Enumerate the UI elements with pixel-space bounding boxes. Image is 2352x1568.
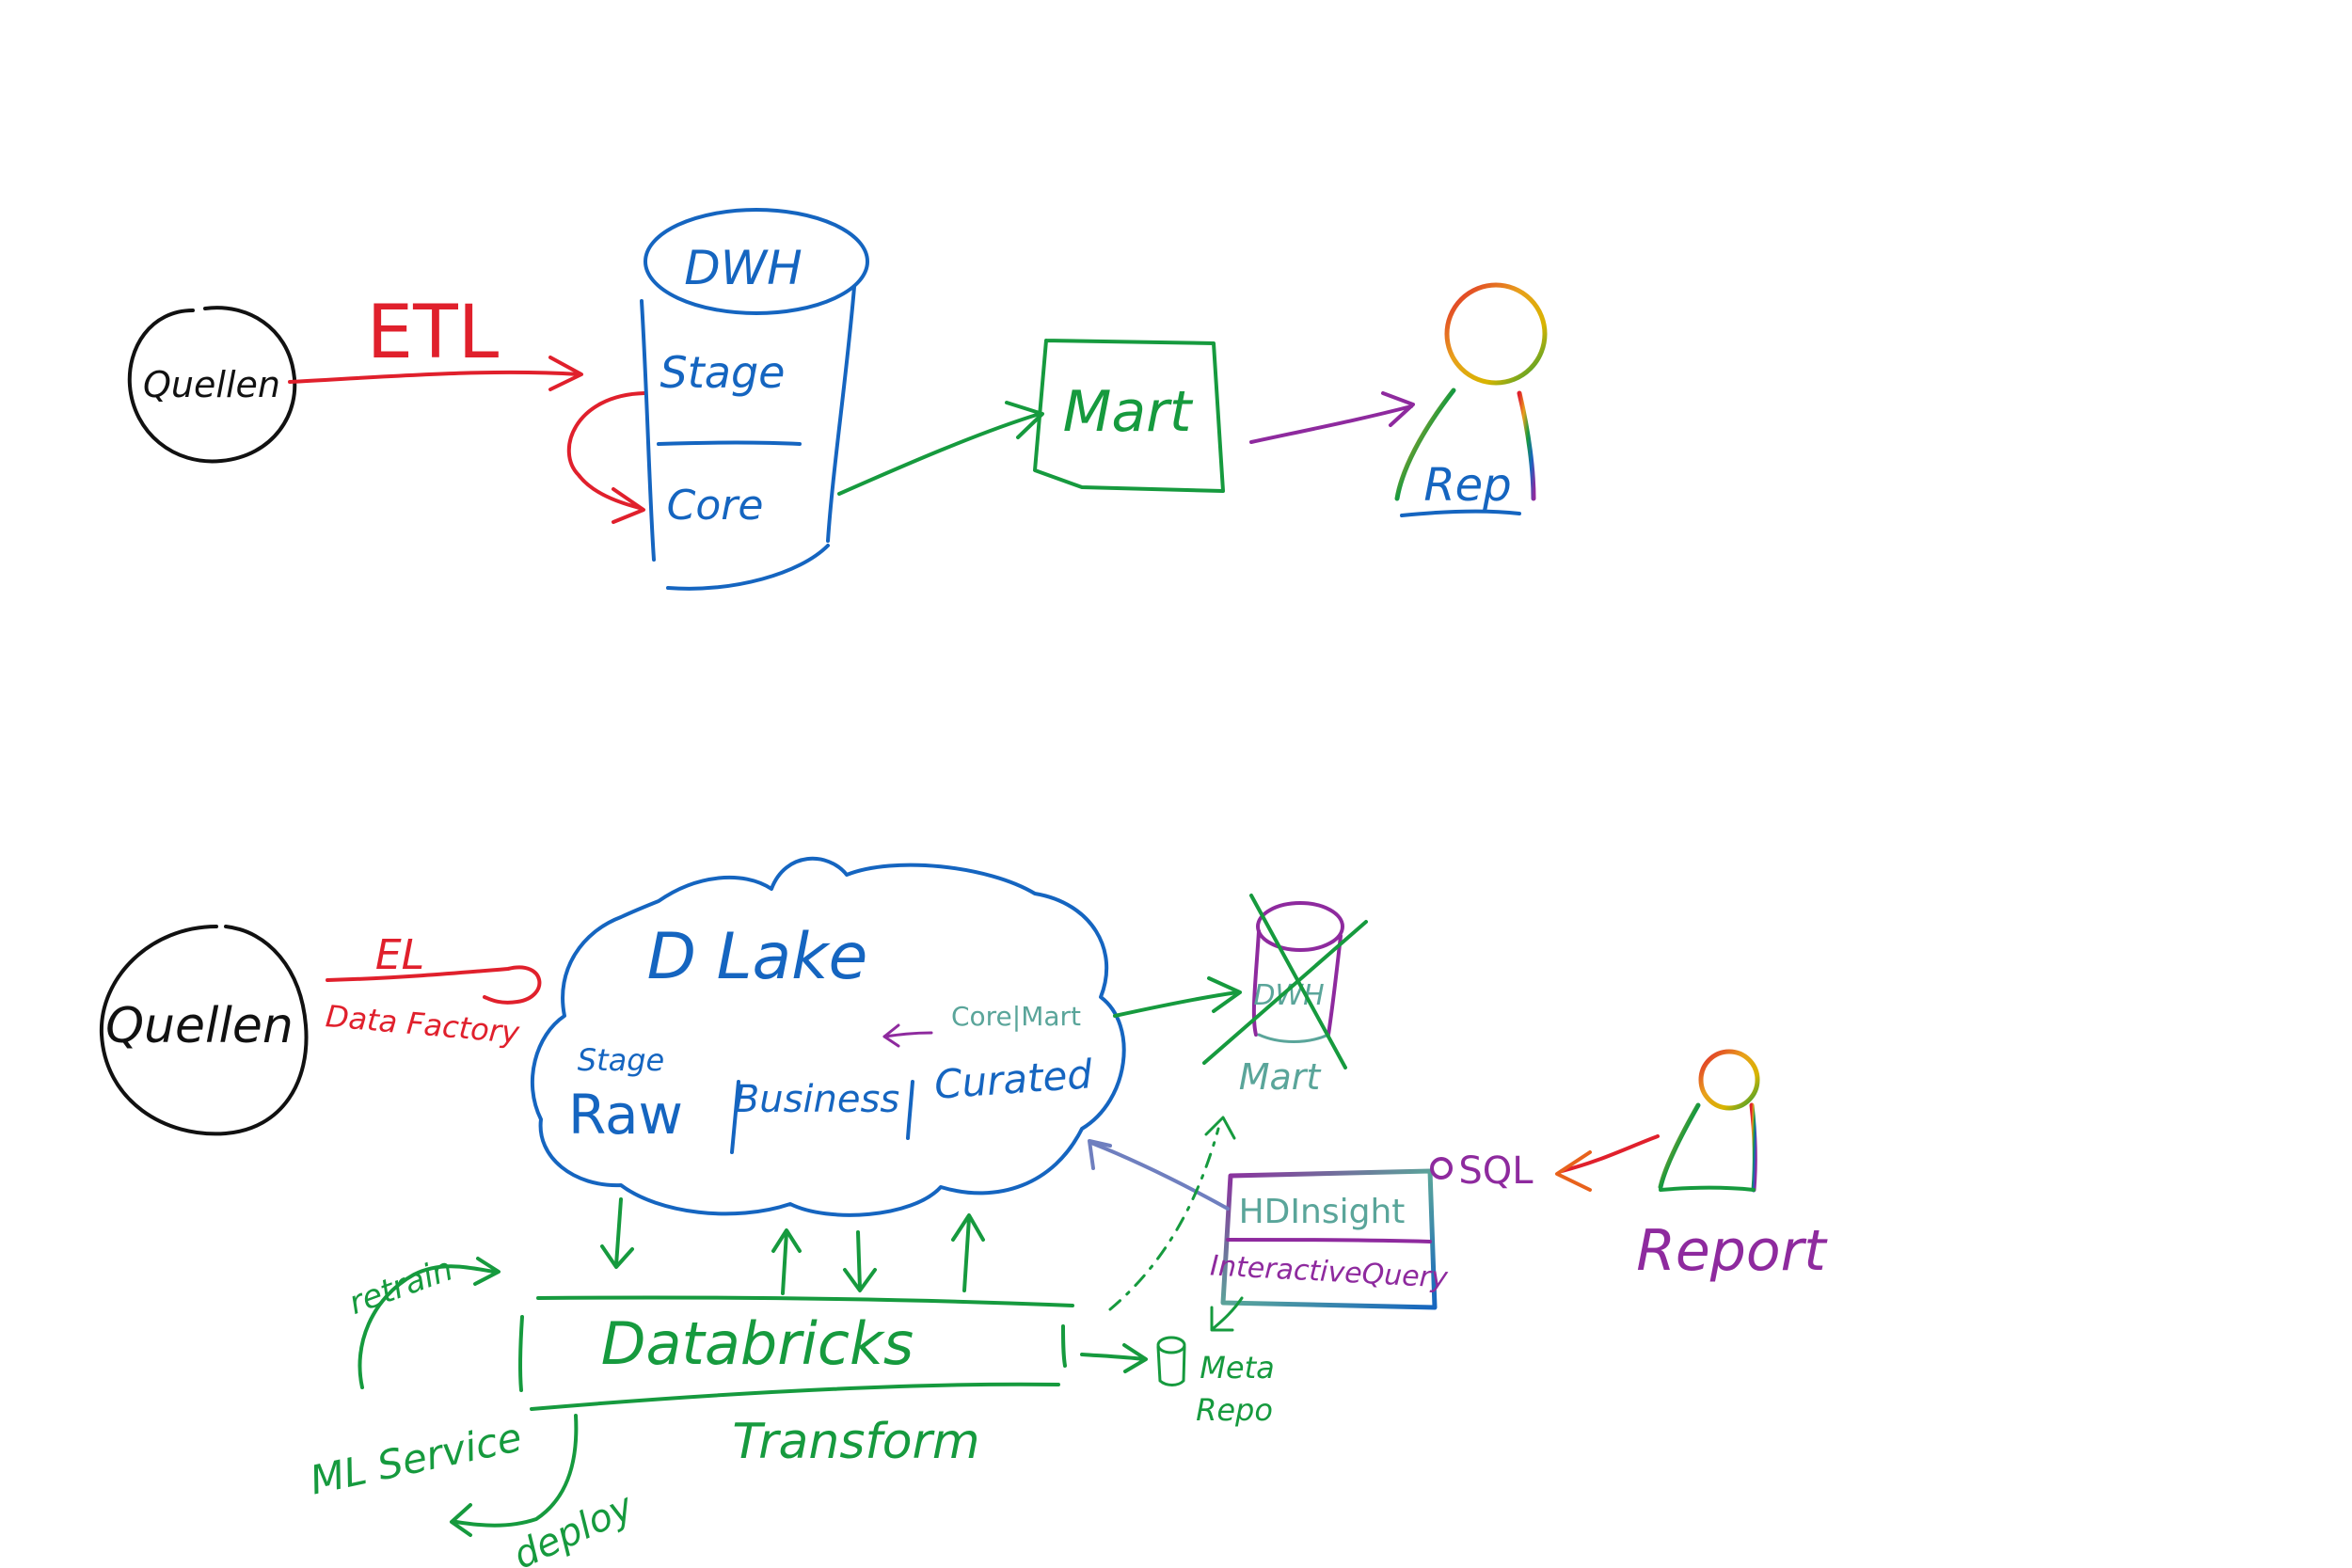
lake-core-mart-label: Core|Mart [951, 1001, 1081, 1032]
top-mart-label: Mart [1063, 379, 1194, 445]
lake-databricks-arrows [600, 1197, 985, 1295]
report-label: Report [1636, 1218, 1828, 1284]
databricks-label: Databricks [601, 1309, 914, 1378]
top-rep-label: Rep [1423, 459, 1511, 512]
bottom-data-factory-label: Data Factory [324, 998, 521, 1051]
report-person-icon: Report [1636, 1049, 1828, 1284]
meta-repo-node: Meta Repo [1156, 1336, 1275, 1428]
top-stage-label: Stage [660, 347, 786, 398]
ml-service-label: ML Service [306, 1414, 525, 1503]
hdinsight-label: HDInsight [1239, 1193, 1406, 1231]
top-rep-person-icon: Rep [1394, 282, 1548, 517]
top-sources-label: Quellen [143, 364, 280, 405]
sql-label: SQL [1458, 1149, 1534, 1193]
top-core-label: Core [667, 482, 764, 530]
top-diagram: Quellen ETL DWH Stage Core [127, 208, 1548, 591]
hdinsight-node: HDInsight InteractiveQuery [1088, 1139, 1450, 1332]
top-dwh-label: DWH [684, 241, 803, 295]
top-etl-arrow: ETL [288, 291, 646, 524]
transform-label: Transform [732, 1414, 979, 1470]
bottom-el-label: EL [375, 931, 424, 979]
data-lake-label: D Lake [647, 920, 868, 994]
repo-label: Repo [1196, 1392, 1273, 1428]
lake-business-label: Business [734, 1078, 899, 1121]
top-etl-label: ETL [367, 291, 500, 375]
deploy-label: deploy [507, 1484, 642, 1568]
top-mart-to-rep-arrow [1249, 391, 1415, 444]
lake-to-dwh-arrow [1113, 976, 1242, 1018]
crossed-out-dwh-node: DWH Mart [1202, 894, 1368, 1098]
bottom-mart-label: Mart [1239, 1056, 1323, 1098]
sql-connector: SQL [1430, 1134, 1660, 1193]
bottom-sources-node: Quellen [99, 925, 309, 1136]
data-lake-cloud: D Lake Stage Raw Business Curated Core|M… [530, 856, 1126, 1217]
databricks-node: Databricks Transform [517, 1116, 1236, 1470]
bottom-el-arrow: EL Data Factory [324, 931, 542, 1051]
meta-label: Meta [1200, 1350, 1274, 1386]
lake-stage-label: Stage [578, 1042, 664, 1078]
retrain-label: retrain [344, 1250, 458, 1323]
top-dwh-cylinder: DWH Stage Core [640, 208, 869, 591]
bottom-sources-label: Quellen [105, 998, 294, 1054]
top-mart-node: Mart [1033, 339, 1225, 493]
lake-curated-label: Curated [933, 1051, 1094, 1108]
top-sources-node: Quellen [127, 306, 297, 464]
interactive-query-label: InteractiveQuery [1209, 1249, 1450, 1294]
bottom-diagram: Quellen EL Data Factory D Lake Stage Raw… [99, 856, 1828, 1568]
top-core-to-mart-arrow [837, 401, 1044, 496]
lake-raw-label: Raw [568, 1083, 683, 1147]
